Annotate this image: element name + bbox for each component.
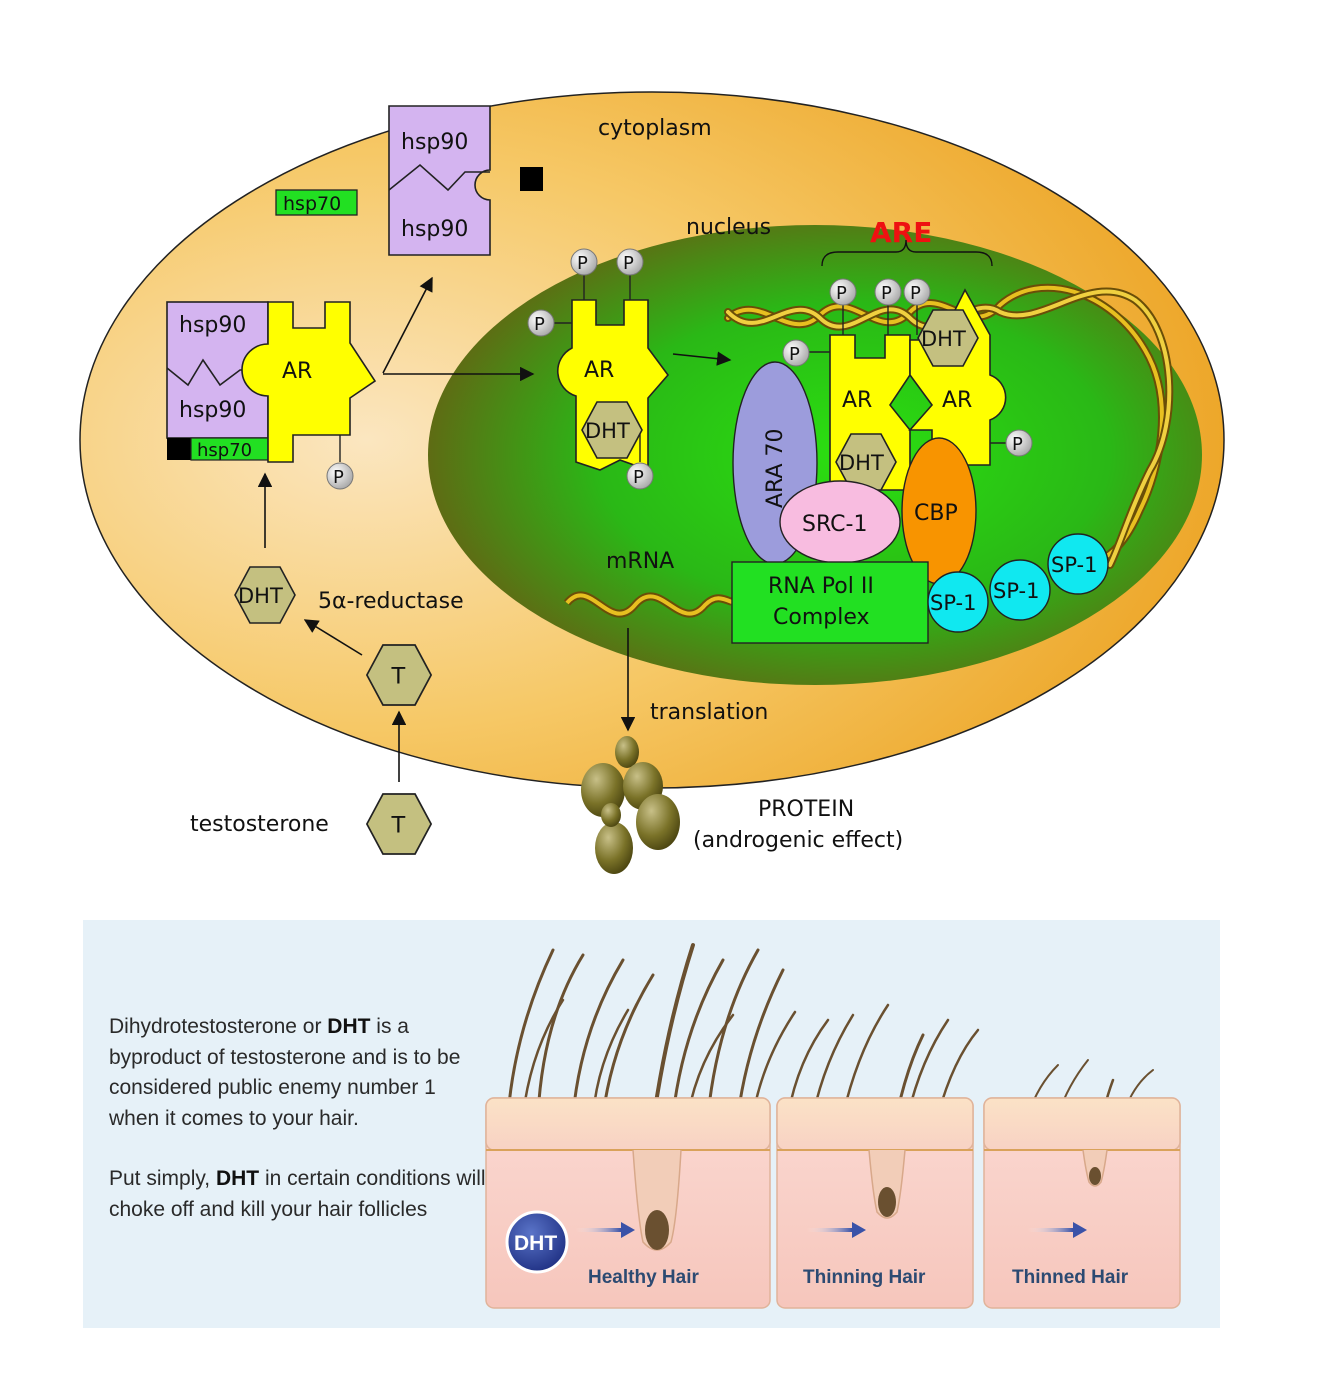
free-hsp70: hsp70	[275, 189, 358, 216]
cytoplasm-label: cytoplasm	[598, 116, 712, 141]
testosterone-outside: T	[366, 793, 432, 855]
phosphate-n1: P	[570, 248, 598, 276]
dht-arrow-2	[807, 1222, 866, 1238]
reductase-label: 5α-reductase	[318, 589, 464, 614]
sp1-3: SP-1	[1047, 533, 1109, 595]
arrow-to-released-hsp	[382, 276, 433, 374]
svg-text:P: P	[910, 283, 921, 304]
svg-text:DHT: DHT	[514, 1232, 557, 1255]
svg-text:SP-1: SP-1	[930, 591, 976, 615]
svg-text:DHT: DHT	[839, 451, 884, 475]
mrna-label: mRNA	[606, 549, 674, 574]
testosterone-inside: T	[366, 644, 432, 706]
dht-arrow-3	[1028, 1222, 1087, 1238]
svg-text:SRC-1: SRC-1	[802, 512, 867, 537]
paragraph-1: Dihydrotestosterone or DHT is a byproduc…	[109, 1015, 461, 1130]
testosterone-label: testosterone	[190, 812, 329, 837]
paragraph-2: Put simply, DHT in certain conditions wi…	[109, 1167, 486, 1221]
svg-text:hsp90: hsp90	[179, 398, 246, 423]
svg-text:P: P	[623, 253, 634, 274]
protein-label: PROTEIN	[758, 797, 854, 822]
svg-text:T: T	[391, 664, 406, 690]
svg-text:DHT: DHT	[921, 327, 966, 351]
svg-text:hsp90: hsp90	[179, 313, 246, 338]
hair-description: Dihydrotestosterone or DHT is a byproduc…	[109, 1012, 489, 1255]
dht-nuclear-monomer: DHT	[581, 401, 643, 459]
svg-text:SP-1: SP-1	[993, 579, 1039, 603]
src1: SRC-1	[779, 480, 901, 564]
phosphate-n9: P	[1005, 429, 1033, 457]
phosphate-n6: P	[874, 278, 902, 306]
dht-dimer-top: DHT	[917, 309, 979, 367]
svg-text:DHT: DHT	[238, 584, 283, 608]
translation-label: translation	[650, 700, 768, 725]
phosphate-n7: P	[903, 278, 931, 306]
skin-block-thinned	[983, 1097, 1181, 1309]
phosphate-n2: P	[616, 248, 644, 276]
protein-cluster	[581, 736, 680, 874]
caption-healthy: Healthy Hair	[588, 1267, 699, 1288]
arrow-t-to-dht	[303, 619, 363, 656]
svg-text:hsp70: hsp70	[283, 193, 341, 215]
are-brace	[821, 239, 993, 267]
svg-text:hsp70: hsp70	[197, 440, 252, 461]
caption-thinned: Thinned Hair	[1012, 1267, 1129, 1288]
sp1-2: SP-1	[989, 559, 1051, 621]
svg-text:AR: AR	[942, 388, 972, 413]
phosphate-n3: P	[527, 309, 555, 337]
svg-text:AR: AR	[842, 388, 872, 413]
svg-text:AR: AR	[584, 358, 614, 383]
phosphate-n4: P	[626, 462, 654, 490]
svg-text:T: T	[391, 813, 406, 839]
svg-text:P: P	[534, 314, 545, 335]
svg-text:RNA Pol II: RNA Pol II	[768, 574, 874, 599]
released-hsp70-block	[520, 167, 543, 191]
hair-follicle-illustration: DHT Healthy Hair Thinning Hair Thinned H…	[485, 943, 1181, 1309]
svg-text:P: P	[577, 253, 588, 274]
mrna-strand	[563, 591, 734, 618]
released-hsp90-dimer: hsp90 hsp90	[388, 105, 491, 256]
svg-text:P: P	[881, 283, 892, 304]
svg-text:P: P	[789, 344, 800, 365]
svg-text:P: P	[633, 467, 644, 488]
phosphate-cyto: P	[326, 462, 354, 490]
dht-badge: DHT	[505, 1210, 569, 1274]
are-label: ARE	[870, 216, 932, 249]
phosphate-n8: P	[782, 339, 810, 367]
svg-text:P: P	[333, 467, 344, 488]
svg-text:CBP: CBP	[914, 501, 958, 526]
svg-text:ARA 70: ARA 70	[763, 429, 788, 508]
cbp: CBP	[901, 437, 977, 585]
skin-block-thinning	[776, 1097, 974, 1309]
svg-text:P: P	[836, 283, 847, 304]
nucleus-label: nucleus	[686, 215, 771, 240]
dht-dimer-bottom: DHT	[835, 433, 897, 491]
cytoplasmic-ar-complex: hsp90 hsp90 hsp70 AR	[166, 301, 377, 463]
protein-effect-label: (androgenic effect)	[693, 828, 903, 853]
androgen-pathway-diagram: cytoplasm nucleus hsp70 hsp90 hsp90 hsp9…	[79, 91, 1225, 874]
rna-pol-ii-complex: RNA Pol II Complex	[731, 561, 929, 644]
svg-text:AR: AR	[282, 359, 312, 384]
hair-loss-panel: DHT Healthy Hair Thinning Hair Thinned H…	[83, 920, 1220, 1328]
svg-text:hsp90: hsp90	[401, 130, 468, 155]
svg-text:hsp90: hsp90	[401, 217, 468, 242]
svg-text:P: P	[1012, 434, 1023, 455]
dht-arrow-1	[576, 1222, 635, 1238]
arrow-to-dna	[672, 351, 732, 366]
svg-text:Complex: Complex	[773, 605, 870, 630]
dna-double-helix	[724, 283, 1174, 569]
svg-text:DHT: DHT	[585, 419, 630, 443]
sp1-1: SP-1	[927, 571, 989, 633]
dht-cyto: DHT	[234, 566, 296, 624]
svg-text:SP-1: SP-1	[1051, 553, 1097, 577]
caption-thinning: Thinning Hair	[803, 1267, 926, 1288]
phosphate-n5: P	[829, 278, 857, 306]
